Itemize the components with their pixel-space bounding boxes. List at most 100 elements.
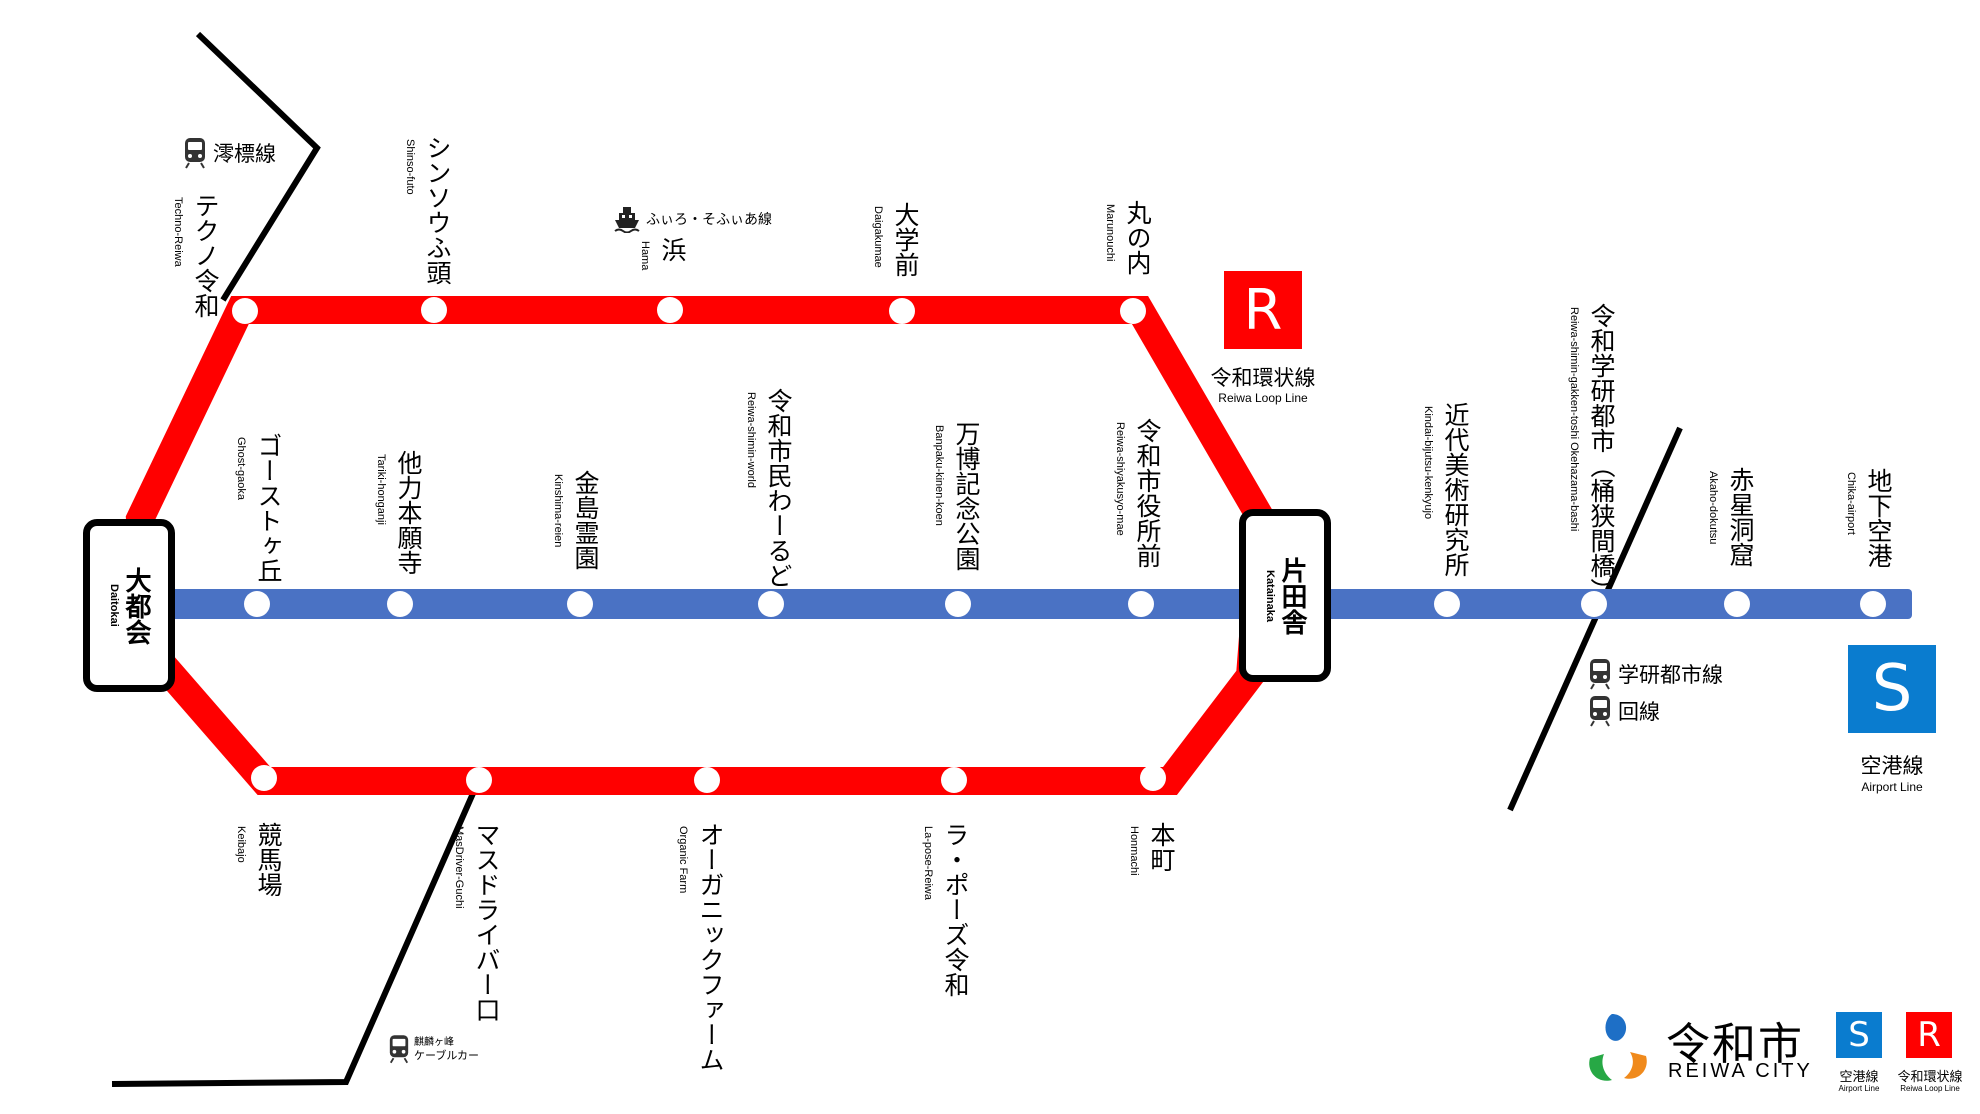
- station-dot-kinshima-reien[interactable]: [567, 591, 593, 617]
- station-name-en: Organic Farm: [677, 826, 689, 894]
- station-kindai-bijutsu[interactable]: 近代美術研究所 Kindai-bijutsu-kenkyujo: [1421, 402, 1470, 577]
- station-name-jp: 大学前: [891, 202, 920, 277]
- station-dot-reiwa-shimin-world[interactable]: [758, 591, 784, 617]
- station-dot-masdriver-guchi[interactable]: [466, 767, 492, 793]
- station-dot-daigakumae[interactable]: [889, 298, 915, 324]
- ship-icon: [614, 207, 640, 233]
- station-daigakumae[interactable]: 大学前 Daigakumae: [871, 202, 920, 277]
- station-name-jp: シンソウふ頭: [423, 135, 452, 285]
- station-name-en: Reiwa-shiyakusyo-mae: [1114, 422, 1126, 536]
- station-name-jp: 本町: [1147, 822, 1176, 872]
- station-name-en: La-pose-Reiwa: [922, 826, 934, 900]
- station-ghost-gaoka[interactable]: ゴーストヶ丘 Ghost-gaoka: [234, 433, 283, 583]
- station-dot-reiwa-shiyakusyo-mae[interactable]: [1128, 591, 1154, 617]
- station-name-jp: 他力本願寺: [394, 450, 423, 575]
- train-icon: [1590, 696, 1610, 727]
- station-reiwa-shimin-world[interactable]: 令和市民わーるど Reiwa-shimin-world: [744, 388, 793, 588]
- airport-line-letter: S: [1871, 652, 1913, 726]
- station-dot-chika-airport[interactable]: [1860, 591, 1886, 617]
- transfer-ferry[interactable]: ふぃろ・そふぃあ線: [614, 205, 772, 233]
- station-name-jp: 丸の内: [1123, 200, 1152, 275]
- station-dot-marunouchi[interactable]: [1120, 298, 1146, 324]
- station-dot-shinso-futo[interactable]: [421, 297, 447, 323]
- transfer-cable-car[interactable]: 麒麟ヶ峰 ケーブルカー: [388, 1034, 479, 1064]
- train-icon: [185, 138, 205, 169]
- station-name-en: Chika-airport: [1845, 472, 1857, 535]
- station-name-jp: 競馬場: [254, 822, 283, 897]
- station-masdriver-guchi[interactable]: マスドライバー口 MasDriver-Guchi: [452, 822, 501, 1022]
- transfer-gakken-label: 学研都市線: [1618, 663, 1723, 687]
- station-hama[interactable]: 浜 Hama: [638, 237, 687, 270]
- station-dot-keibajo[interactable]: [251, 765, 277, 791]
- mini-airport-name: 空港線: [1839, 1070, 1879, 1085]
- station-kinshima-reien[interactable]: 金島霊園 Kinshima-reien: [551, 470, 600, 570]
- station-dot-tariki-honganji[interactable]: [387, 591, 413, 617]
- airport-line-name-en: Airport Line: [1861, 780, 1923, 794]
- station-name-jp: 赤星洞窟: [1726, 467, 1755, 567]
- station-chika-airport[interactable]: 地下空港 Chika-airport: [1844, 468, 1893, 568]
- loop-line-badge: R: [1224, 271, 1302, 349]
- station-name-jp: 近代美術研究所: [1441, 402, 1470, 577]
- terminal-katainaka[interactable]: 片田舎 Katainaka: [1239, 509, 1331, 682]
- airport-line-badge: S: [1848, 645, 1936, 733]
- station-name-jp: 令和市役所前: [1133, 418, 1162, 568]
- cable-car-line: [111, 780, 481, 1087]
- airport-line-name: 空港線: [1860, 754, 1924, 778]
- station-banpaku-kinen-koen[interactable]: 万博記念公園 Banpaku-kinen-koen: [932, 421, 981, 571]
- station-name-jp: 令和市民わーるど: [764, 388, 793, 588]
- transfer-cable-car-line1: 麒麟ヶ峰: [414, 1037, 454, 1048]
- station-organic-farm[interactable]: オーガニックファーム Organic Farm: [676, 822, 725, 1072]
- loop-line-name-en: Reiwa Loop Line: [1218, 391, 1308, 405]
- mini-loop-letter: R: [1917, 1015, 1941, 1055]
- station-akaho-dokutsu[interactable]: 赤星洞窟 Akaho-dokutsu: [1706, 467, 1755, 567]
- reiwa-city-name-en: REIWA CITY: [1668, 1060, 1813, 1082]
- station-name-jp: ゴーストヶ丘: [254, 433, 283, 583]
- station-name-en: Honmachi: [1128, 826, 1140, 876]
- station-marunouchi[interactable]: 丸の内 Marunouchi: [1103, 200, 1152, 275]
- station-honmachi[interactable]: 本町 Honmachi: [1127, 822, 1176, 876]
- station-dots: [232, 297, 1886, 793]
- station-dot-akaho-dokutsu[interactable]: [1724, 591, 1750, 617]
- station-name-jp: オーガニックファーム: [696, 822, 725, 1072]
- sawahyo-line: [195, 31, 321, 302]
- mini-loop-badge: R: [1906, 1012, 1952, 1058]
- train-icon: [389, 1035, 409, 1064]
- mini-loop-name: 令和環状線: [1897, 1070, 1963, 1085]
- station-gakken-toshi[interactable]: 令和学研都市（桶狭間橋） Reiwa-shimin-gakken-toshi O…: [1567, 303, 1616, 603]
- station-tariki-honganji[interactable]: 他力本願寺 Tariki-honganji: [374, 450, 423, 575]
- station-name-jp: 浜: [658, 237, 687, 262]
- station-shinso-futo[interactable]: シンソウふ頭 Shinso-futo: [403, 135, 452, 285]
- station-dot-banpaku-kinen-koen[interactable]: [945, 591, 971, 617]
- station-name-en: Ghost-gaoka: [235, 437, 247, 500]
- transfer-sawahyo[interactable]: 澪標線: [183, 137, 276, 169]
- station-keibajo[interactable]: 競馬場 Keibajo: [234, 822, 283, 897]
- loop-line-letter: R: [1243, 277, 1283, 343]
- station-dot-organic-farm[interactable]: [694, 767, 720, 793]
- transfer-ferry-label: ふぃろ・そふぃあ線: [646, 212, 772, 228]
- station-dot-ghost-gaoka[interactable]: [244, 591, 270, 617]
- transfer-kai[interactable]: 回線: [1588, 695, 1660, 727]
- mini-airport-letter: S: [1848, 1015, 1870, 1055]
- station-name-en: Techno-Reiwa: [172, 197, 184, 267]
- station-techno-reiwa[interactable]: テクノ令和 Techno-Reiwa: [171, 193, 220, 318]
- transfer-cable-car-line2: ケーブルカー: [414, 1049, 480, 1062]
- transfer-cable-car-text: 麒麟ヶ峰 ケーブルカー: [414, 1036, 479, 1062]
- station-dot-la-pose-reiwa[interactable]: [941, 767, 967, 793]
- terminal-katainaka-en: Katainaka: [1264, 569, 1276, 622]
- station-la-pose-reiwa[interactable]: ラ・ポーズ令和 La-pose-Reiwa: [921, 822, 970, 997]
- transfer-gakken[interactable]: 学研都市線: [1588, 658, 1723, 690]
- station-name-jp: テクノ令和: [191, 193, 220, 318]
- terminal-daitokai[interactable]: 大都会 Daitokai: [83, 519, 175, 692]
- reiwa-city-name-jp: 令和市: [1666, 1019, 1804, 1070]
- station-dot-honmachi[interactable]: [1140, 765, 1166, 791]
- station-dot-gakken-toshi[interactable]: [1581, 591, 1607, 617]
- station-name-jp: 地下空港: [1864, 468, 1893, 568]
- station-name-jp: 令和学研都市（桶狭間橋）: [1587, 303, 1616, 603]
- station-dot-hama[interactable]: [657, 297, 683, 323]
- station-reiwa-shiyakusyo-mae[interactable]: 令和市役所前 Reiwa-shiyakusyo-mae: [1113, 418, 1162, 568]
- station-name-en: Hama: [639, 241, 651, 271]
- station-dot-kindai-bijutsu[interactable]: [1434, 591, 1460, 617]
- terminal-katainaka-jp: 片田舎: [1277, 556, 1307, 635]
- station-dot-techno-reiwa[interactable]: [232, 298, 258, 324]
